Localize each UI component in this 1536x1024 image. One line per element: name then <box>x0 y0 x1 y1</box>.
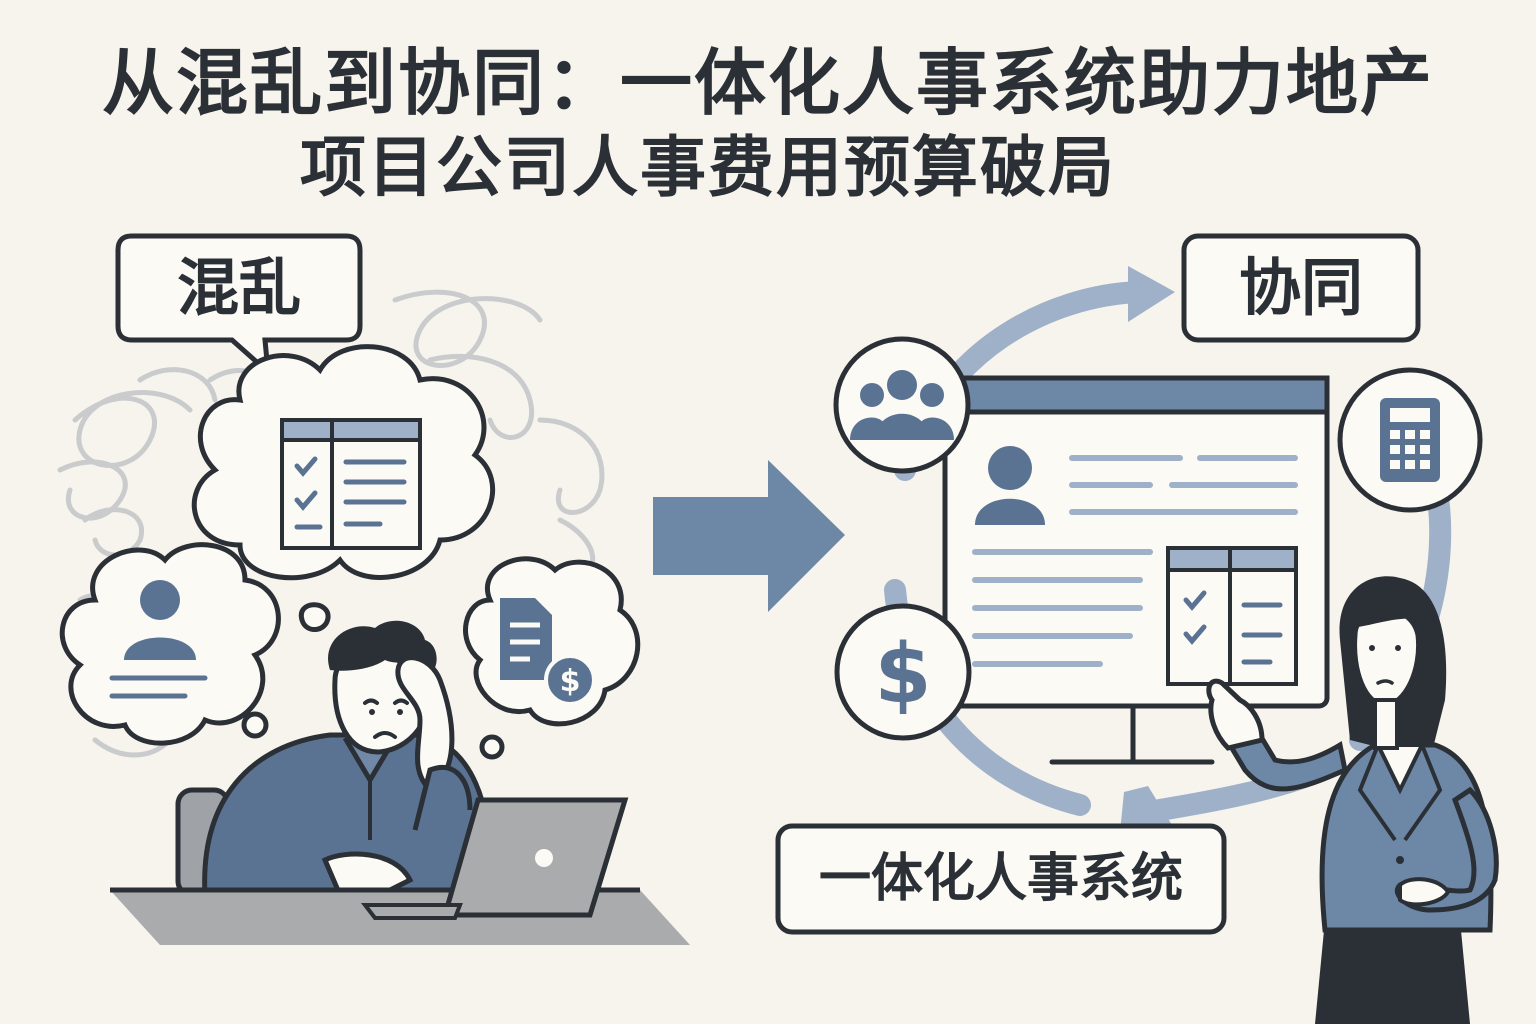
system-label: 一体化人事系统 <box>818 849 1183 909</box>
cycle-arrowhead-bottom <box>1120 786 1175 832</box>
page-title-line-2: 项目公司人事费用预算破局 <box>300 129 1116 206</box>
businesswoman <box>1206 576 1499 1024</box>
thought-cloud-profile <box>59 542 281 746</box>
people-group-icon <box>833 336 971 474</box>
svg-text:$: $ <box>560 664 581 699</box>
page-title-line-1: 从混乱到协同：一体化人事系统助力地产 <box>101 41 1434 125</box>
sync-label: 协同 <box>1238 251 1363 324</box>
calculator-icon <box>1337 367 1483 513</box>
cycle-arrowhead-top <box>1128 266 1175 322</box>
document-dollar-icon: $ <box>500 598 596 706</box>
thought-cloud-budget: $ <box>463 556 641 727</box>
laptop <box>360 797 629 920</box>
person-profile-icon <box>109 580 208 699</box>
hr-system-monitor <box>942 375 1330 765</box>
transition-arrow <box>653 460 845 612</box>
sync-label-box <box>1181 233 1421 343</box>
checklist-table-icon <box>280 418 422 550</box>
stressed-employee <box>175 620 494 898</box>
system-label-box <box>775 823 1227 935</box>
thought-trail <box>241 602 505 760</box>
chaos-label: 混乱 <box>176 251 301 324</box>
thought-cloud-checklist <box>191 344 495 581</box>
svg-text:$: $ <box>874 627 931 722</box>
dollar-sign-icon: $ <box>834 603 972 741</box>
